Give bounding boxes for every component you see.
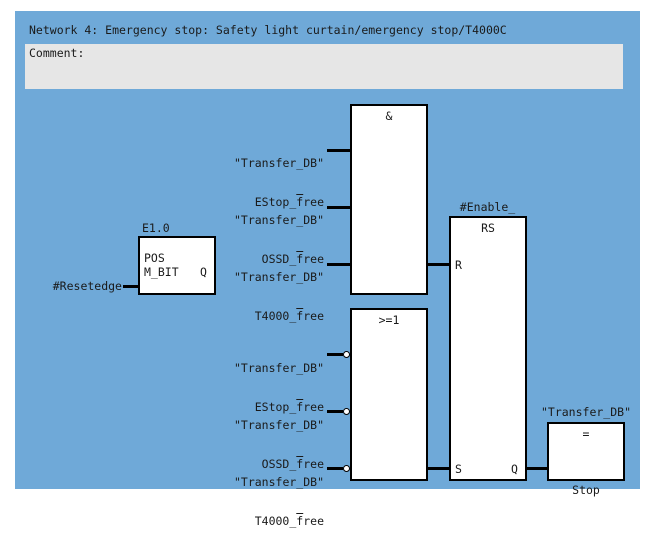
rs-operand-line-1: #Enable_ — [459, 200, 516, 214]
and-input-3-signal: T4000_free — [254, 309, 324, 323]
comment-label: Comment: — [29, 46, 85, 60]
rs-output-pin: Q — [511, 462, 518, 476]
network-panel — [15, 11, 640, 489]
or-input-1-signal: EStop_free — [254, 400, 324, 414]
and-input-2-db: "Transfer_DB" — [233, 213, 324, 227]
or-input-3-wire — [327, 467, 343, 470]
and-input-1-db: "Transfer_DB" — [233, 156, 324, 170]
pos-block-address: E1.0 — [142, 221, 170, 235]
or-input-1-negation-circle — [343, 351, 350, 358]
and-input-2-operand: "Transfer_DB" OSSD_free — [180, 188, 324, 279]
or-input-2-wire — [327, 410, 343, 413]
pos-block-output-pin: Q — [200, 265, 207, 279]
pos-input-operand: #Resetedge — [52, 279, 122, 293]
or-block-label: >=1 — [378, 313, 400, 327]
and-block[interactable]: & — [350, 104, 428, 295]
rs-set-pin: S — [455, 462, 462, 476]
assign-block[interactable]: = — [547, 422, 625, 481]
and-input-3-db: "Transfer_DB" — [233, 270, 324, 284]
or-input-3-operand: "Transfer_DB" T4000_free — [180, 450, 324, 541]
and-input-2-signal: OSSD_free — [261, 252, 324, 266]
or-input-1-operand: "Transfer_DB" EStop_free — [180, 336, 324, 427]
and-input-3-wire — [327, 263, 350, 266]
or-block[interactable]: >=1 — [350, 308, 428, 481]
and-input-1-operand: "Transfer_DB" EStop_free — [180, 131, 324, 222]
or-input-2-negation-circle — [343, 408, 350, 415]
rs-reset-pin: R — [455, 258, 462, 272]
pos-input-wire — [123, 285, 138, 288]
and-input-3-operand: "Transfer_DB" T4000_free — [180, 245, 324, 336]
pos-block[interactable]: POS M_BIT Q — [138, 236, 216, 295]
or-input-3-db: "Transfer_DB" — [233, 475, 324, 489]
or-input-1-wire — [327, 353, 343, 356]
assign-block-label: = — [582, 427, 590, 441]
or-to-rs-set-wire — [428, 467, 449, 470]
or-input-2-operand: "Transfer_DB" OSSD_free — [180, 393, 324, 484]
network-title: Network 4: Emergency stop: Safety light … — [29, 23, 507, 37]
and-input-1-wire — [327, 149, 350, 152]
and-input-1-signal: EStop_free — [254, 195, 324, 209]
rs-to-assign-wire — [527, 467, 547, 470]
pos-block-label-1: POS — [144, 251, 165, 265]
assign-operand-line-1: "Transfer_DB" — [540, 405, 631, 419]
rs-block[interactable]: RS R S Q — [449, 216, 527, 481]
or-input-3-negation-circle — [343, 465, 350, 472]
or-input-2-db: "Transfer_DB" — [233, 418, 324, 432]
and-input-2-wire — [327, 206, 350, 209]
or-input-1-db: "Transfer_DB" — [233, 361, 324, 375]
comment-box[interactable]: Comment: — [25, 44, 623, 89]
or-input-2-signal: OSSD_free — [261, 457, 324, 471]
assign-operand-line-3: Stop — [572, 483, 600, 497]
and-to-rs-reset-wire — [428, 263, 449, 266]
and-block-label: & — [385, 109, 393, 123]
pos-block-label-2: M_BIT — [144, 265, 179, 279]
or-input-3-signal: T4000_free — [254, 514, 324, 528]
rs-block-label: RS — [481, 221, 495, 235]
